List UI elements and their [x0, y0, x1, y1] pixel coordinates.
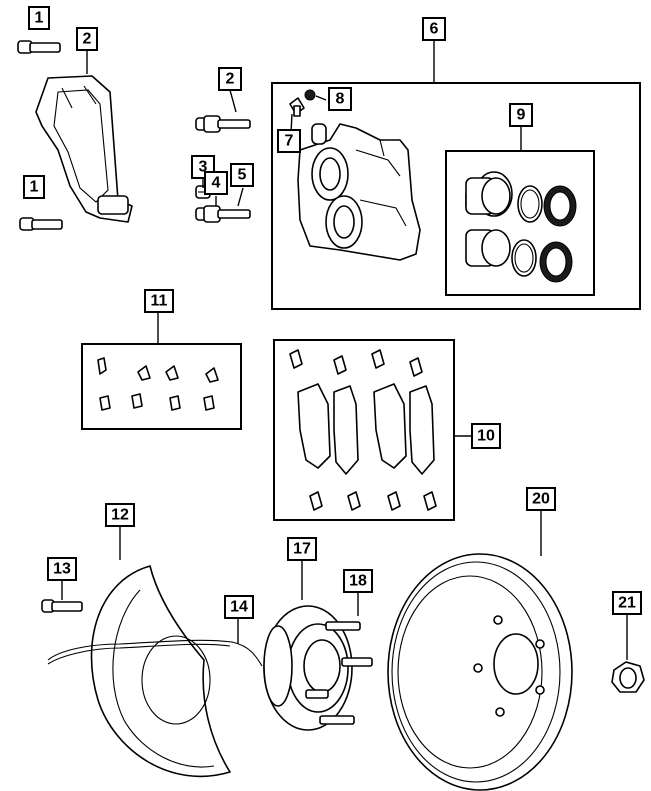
- svg-text:1: 1: [30, 179, 39, 196]
- svg-text:10: 10: [477, 428, 495, 445]
- hardware-clips: [97, 357, 219, 411]
- svg-text:20: 20: [532, 491, 550, 508]
- callout-7: 7: [277, 129, 301, 153]
- guide-pin-lower: [195, 205, 251, 223]
- svg-text:17: 17: [293, 541, 311, 558]
- svg-text:14: 14: [230, 599, 248, 616]
- callout-2-bracket: 2: [76, 27, 98, 51]
- shield-bolt: [41, 599, 83, 613]
- brake-pad-kit-frame: [273, 339, 455, 521]
- callout-21: 21: [612, 591, 642, 615]
- caliper-anchor-bracket: [35, 75, 133, 223]
- svg-text:2: 2: [83, 31, 92, 48]
- svg-text:3: 3: [199, 159, 208, 176]
- callout-17: 17: [287, 537, 317, 561]
- callout-10: 10: [471, 423, 501, 449]
- callout-2-pin: 2: [218, 67, 242, 91]
- callout-18: 18: [343, 569, 373, 593]
- svg-text:4: 4: [212, 175, 221, 192]
- wheel-speed-sensor-wire: [47, 639, 263, 667]
- piston-kit-frame: [445, 150, 595, 296]
- caliper-bracket-bolt-top: [17, 40, 61, 54]
- hub-nut: [611, 661, 645, 693]
- brake-caliper: [297, 123, 421, 261]
- brake-rotor: [387, 553, 573, 791]
- svg-text:18: 18: [349, 573, 367, 590]
- svg-text:9: 9: [517, 107, 526, 124]
- callout-13: 13: [47, 557, 77, 581]
- callout-5: 5: [230, 163, 254, 187]
- callout-9: 9: [509, 103, 533, 127]
- caliper-assembly-frame: [271, 82, 641, 310]
- callout-8: 8: [328, 87, 352, 111]
- caliper-piston-lower: [465, 229, 511, 267]
- piston-seal-upper: [517, 185, 543, 223]
- guide-pin-upper: [195, 115, 251, 133]
- svg-text:11: 11: [151, 293, 168, 310]
- svg-text:2: 2: [226, 71, 235, 88]
- bleeder-cap: [304, 89, 316, 101]
- dust-boot-upper: [543, 185, 577, 227]
- svg-text:6: 6: [430, 21, 439, 38]
- callout-4: 4: [204, 171, 228, 195]
- svg-text:12: 12: [111, 507, 129, 524]
- leader-lines: [61, 40, 628, 660]
- svg-text:21: 21: [618, 595, 636, 612]
- caliper-bracket-bolt-bottom: [19, 217, 63, 231]
- callout-1-bottom: 1: [23, 175, 45, 199]
- callout-14: 14: [224, 595, 254, 619]
- svg-text:5: 5: [238, 167, 247, 184]
- svg-text:7: 7: [285, 133, 294, 150]
- wheel-hub-bearing: [263, 605, 353, 731]
- svg-text:13: 13: [53, 561, 71, 578]
- bleeder-screw: [289, 97, 305, 117]
- callout-6: 6: [422, 17, 446, 41]
- brake-dust-shield: [90, 565, 231, 778]
- callout-12: 12: [105, 503, 135, 527]
- svg-text:8: 8: [336, 91, 345, 108]
- callout-1-top: 1: [28, 6, 50, 30]
- callout-11: 11: [144, 289, 174, 313]
- wheel-studs: [305, 621, 373, 725]
- caliper-piston-upper: [465, 171, 513, 217]
- brake-pads: [297, 383, 435, 475]
- callout-20: 20: [526, 487, 556, 511]
- piston-seal-lower: [511, 239, 537, 277]
- hardware-kit-frame: [81, 343, 242, 430]
- pad-clips: [289, 349, 437, 511]
- svg-text:1: 1: [35, 10, 44, 27]
- dust-boot-lower: [539, 241, 573, 283]
